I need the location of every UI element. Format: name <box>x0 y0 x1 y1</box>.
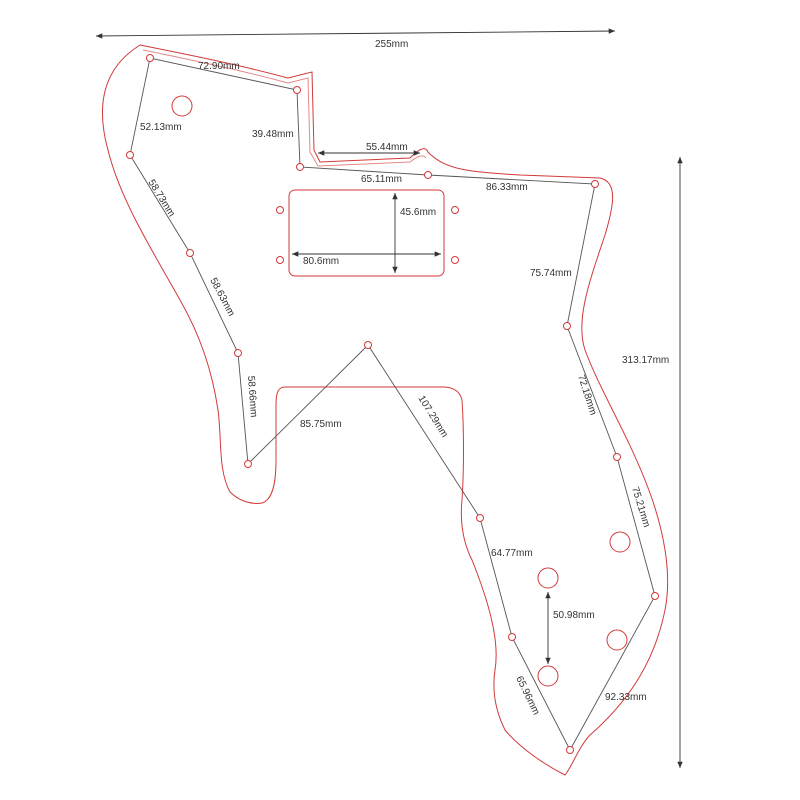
segment-label: 72.18mm <box>575 374 598 417</box>
control-hole <box>609 531 631 553</box>
segment-label: 39.48mm <box>252 129 294 140</box>
segment-label: 75.74mm <box>530 268 572 279</box>
segment-label: 86.33mm <box>486 182 528 193</box>
segment-label: 107.29mm <box>415 394 449 440</box>
segment-label: 65.96mm <box>513 674 541 716</box>
overall-width-label: 255mm <box>375 39 408 50</box>
segment-label: 58.63mm <box>207 276 236 318</box>
segment-label: 85.75mm <box>300 419 342 430</box>
screw-hole <box>364 341 372 349</box>
pickup-screw-hole <box>451 256 459 264</box>
screw-hole <box>566 746 574 754</box>
pickguard-outline <box>102 44 669 776</box>
screw-holes <box>126 54 659 754</box>
segment-label: 58.73mm <box>145 178 176 219</box>
screw-hole <box>563 322 571 330</box>
overall-width-dimension <box>95 28 616 39</box>
screw-hole <box>244 460 252 468</box>
control-hole <box>537 665 559 687</box>
pickup-width-label: 80.6mm <box>303 256 339 267</box>
screw-hole <box>651 592 659 600</box>
pickup-screw-hole <box>451 206 459 214</box>
screw-hole <box>234 349 242 357</box>
segment-label: 72.90mm <box>198 61 240 72</box>
screw-path-upper <box>129 57 656 751</box>
pickup-cutout <box>288 189 445 277</box>
segment-label: 58.66mm <box>245 375 259 417</box>
screw-hole <box>126 151 134 159</box>
screw-hole <box>476 514 484 522</box>
screw-hole <box>186 249 194 257</box>
pickup-screw-hole <box>276 206 284 214</box>
segment-label: 64.77mm <box>491 548 533 559</box>
screw-hole <box>508 633 516 641</box>
screw-hole <box>146 54 154 62</box>
segment-label: 50.98mm <box>553 610 595 621</box>
pickguard-inner-edge <box>142 49 427 167</box>
overall-height-label: 313.17mm <box>622 355 669 366</box>
control-hole <box>537 567 559 589</box>
screw-hole <box>293 86 301 94</box>
screw-hole <box>424 171 432 179</box>
segment-label: 75.21mm <box>629 486 652 529</box>
screw-hole <box>613 453 621 461</box>
pickup-height-label: 45.6mm <box>400 207 436 218</box>
pickup-screw-hole <box>276 256 284 264</box>
segment-label: 52.13mm <box>140 122 182 133</box>
control-hole <box>606 629 628 651</box>
segment-label: 55.44mm <box>366 142 408 153</box>
segment-label: 65.11mm <box>361 174 402 185</box>
segment-label: 92.33mm <box>605 692 647 703</box>
mount-hole <box>171 95 193 117</box>
screw-hole <box>296 163 304 171</box>
screw-hole <box>591 180 599 188</box>
